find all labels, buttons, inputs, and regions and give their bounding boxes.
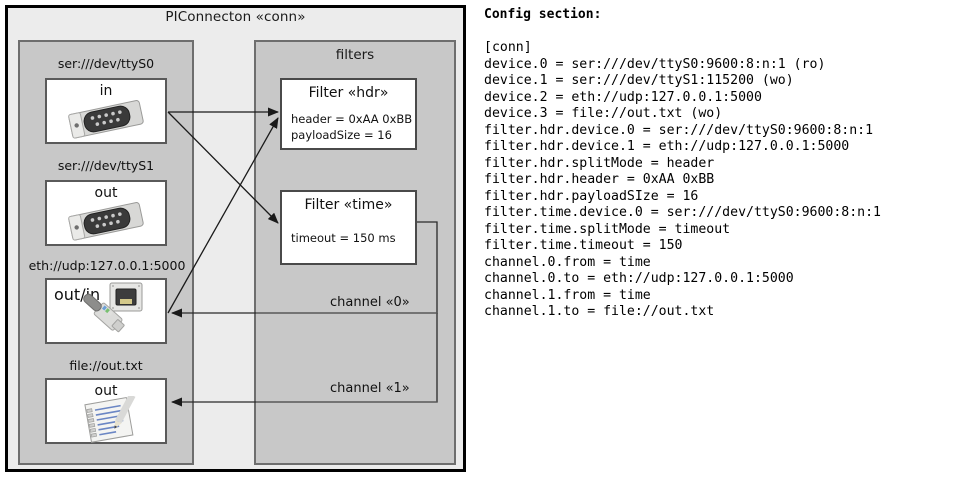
config-line: channel.0.to = eth://udp:127.0.0.1:5000 (484, 271, 794, 286)
filter-time-prop-timeout: timeout = 150 ms (291, 231, 396, 245)
connection-diagram: PIConnecton «conn» ser:///dev/ttyS0 in (0, 0, 478, 484)
config-line: device.0 = ser:///dev/ttyS0:9600:8:n:1 (… (484, 56, 826, 72)
device-direction-file: out (94, 383, 118, 399)
config-line: filter.time.device.0 = ser:///dev/ttyS0:… (484, 205, 881, 220)
device-direction-ttyS0: in (99, 83, 113, 99)
filter-hdr-title: Filter «hdr» (308, 85, 389, 101)
config-line: [conn] (484, 40, 532, 55)
device-direction-eth: out/in (54, 285, 101, 304)
device-label-ttyS0: ser:///dev/ttyS0 (57, 56, 155, 71)
device-direction-ttyS1: out (94, 185, 118, 201)
device-label-file: file://out.txt (69, 358, 143, 373)
config-line: filter.hdr.header = 0xAA 0xBB (484, 172, 715, 187)
page-title: PIConnecton «conn» (165, 9, 306, 25)
device-label-eth: eth://udp:127.0.0.1:5000 (28, 258, 186, 273)
config-line: channel.1.to = file://out.txt (484, 304, 715, 319)
config-line: channel.0.from = time (484, 254, 651, 270)
config-line: filter.hdr.device.1 = eth://udp:127.0.0.… (484, 139, 850, 154)
config-section: Config section: [conn]device.0 = ser:///… (482, 0, 964, 484)
config-text: [conn]device.0 = ser:///dev/ttyS0:9600:8… (484, 40, 881, 321)
config-line: device.2 = eth://udp:127.0.0.1:5000 (484, 89, 762, 105)
config-line: filter.hdr.payloadSIze = 16 (484, 188, 699, 204)
config-line: filter.hdr.splitMode = header (484, 155, 715, 171)
config-heading: Config section: (484, 7, 602, 22)
device-node-ttyS1[interactable]: out (45, 180, 167, 246)
filter-hdr-box[interactable]: Filter «hdr» header = 0xAA 0xBB payloadS… (280, 78, 417, 150)
device-label-ttyS1: ser:///dev/ttyS1 (57, 158, 155, 173)
config-line: filter.hdr.device.0 = ser:///dev/ttyS0:9… (484, 122, 874, 138)
filter-time-box[interactable]: Filter «time» timeout = 150 ms (280, 190, 417, 265)
channel-0-label: channel «0» (330, 295, 410, 310)
config-line: device.1 = ser:///dev/ttyS1:115200 (wo) (484, 73, 794, 88)
filters-group-title: filters (335, 47, 375, 63)
config-line: filter.time.splitMode = timeout (484, 221, 731, 237)
device-node-file[interactable]: out (45, 378, 167, 444)
filter-hdr-prop-payloadsize: payloadSize = 16 (291, 128, 392, 142)
device-node-ttyS0[interactable]: in (45, 78, 167, 144)
config-line: channel.1.from = time (484, 287, 651, 303)
config-line: device.3 = file://out.txt (wo) (484, 106, 723, 121)
filter-time-title: Filter «time» (304, 197, 393, 213)
device-node-eth[interactable]: out/in (45, 278, 167, 344)
channel-1-label: channel «1» (330, 381, 410, 396)
config-line: filter.time.timeout = 150 (484, 238, 683, 253)
filter-hdr-prop-header: header = 0xAA 0xBB (291, 112, 413, 126)
